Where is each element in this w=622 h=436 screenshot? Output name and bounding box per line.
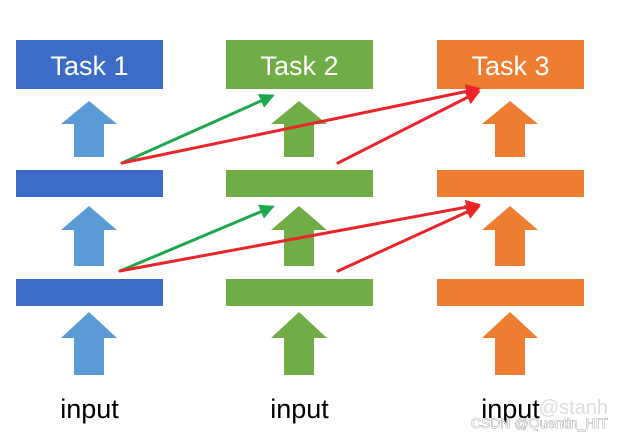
- input-label-3: input: [481, 394, 540, 424]
- task-1-box: [16, 40, 163, 89]
- task-1-label: Task 1: [50, 51, 128, 81]
- hidden-layer-bottom-3: [437, 279, 584, 306]
- arrow-up-hidden-bottom-to-top-2: [271, 206, 327, 266]
- task-2-label: Task 2: [260, 51, 338, 81]
- task-3-label: Task 3: [471, 51, 549, 81]
- hidden-layer-top-2: [226, 170, 373, 197]
- input-label-1: input: [60, 394, 119, 424]
- arrow-up-input-to-hidden-2: [271, 312, 327, 375]
- arrow-up-hidden-bottom-to-top-3: [482, 206, 538, 266]
- task-3-box: [437, 40, 584, 89]
- arrow-up-hidden-bottom-to-top-1: [61, 206, 117, 266]
- arrow-up-hidden-top-to-task-1: [61, 101, 117, 157]
- hidden-layer-bottom-1: [16, 279, 163, 306]
- arrow-up-hidden-top-to-task-2: [271, 101, 327, 157]
- column-1: Task 1 input: [16, 40, 163, 424]
- arrow-up-hidden-top-to-task-3: [482, 101, 538, 157]
- connection-h1-bottom-to-h2-top: [118, 204, 275, 273]
- input-label-2: input: [270, 394, 329, 424]
- arrow-up-input-to-hidden-3: [482, 312, 538, 375]
- connection-h2-bottom-to-h3-top: [336, 205, 481, 273]
- column-3: Task 3 input: [437, 40, 584, 424]
- connection-h1-top-to-task-3: [120, 84, 481, 165]
- watermark: CSDN @Quentin_HIT: [471, 415, 609, 431]
- hidden-layer-bottom-2: [226, 279, 373, 306]
- lateral-connections: [118, 84, 481, 273]
- watermark-ghost: @stanh: [539, 397, 608, 419]
- hidden-layer-top-3: [437, 170, 584, 197]
- connection-h1-bottom-to-h3-top: [118, 199, 481, 273]
- task-2-box: [226, 40, 373, 89]
- hidden-layer-top-1: [16, 170, 163, 197]
- arrow-up-input-to-hidden-1: [61, 312, 117, 375]
- connection-h1-top-to-task-2: [120, 94, 275, 165]
- column-2: Task 2 input: [226, 40, 373, 424]
- connection-h2-top-to-task-3: [336, 90, 481, 165]
